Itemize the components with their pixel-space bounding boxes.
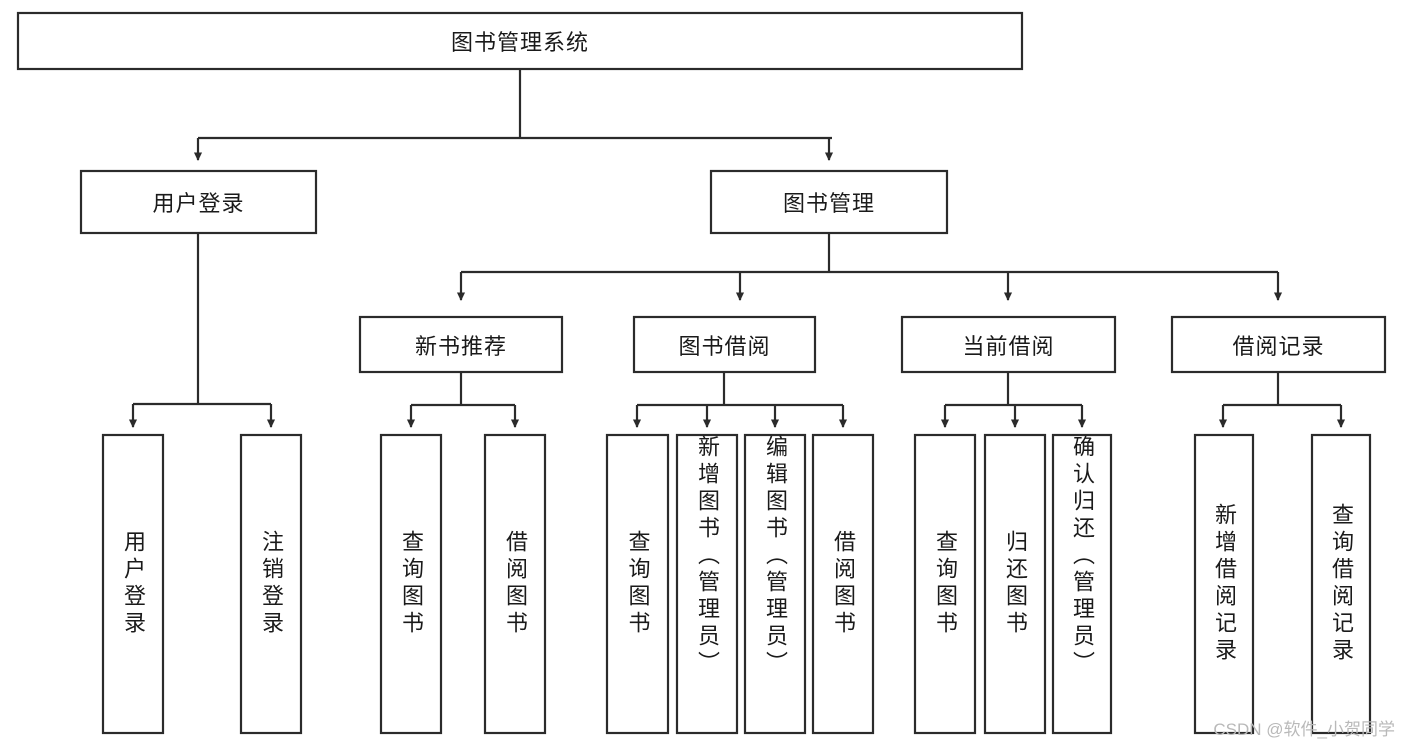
node-leaf-add-book[interactable] (675, 433, 739, 735)
node-leaf-borrow-book-2[interactable] (811, 433, 875, 735)
connector-current-borrow-to-leaves (940, 372, 1087, 429)
connector-borrow-record-to-leaves (1218, 372, 1346, 429)
node-leaf-query-book-1[interactable] (379, 433, 443, 735)
node-leaf-logout-login[interactable] (239, 433, 303, 735)
node-leaf-return-book[interactable] (983, 433, 1047, 735)
connector-book-borrow-to-leaves (632, 372, 848, 429)
node-leaf-confirm-return[interactable] (1051, 433, 1113, 735)
node-leaf-borrow-book-1[interactable] (483, 433, 547, 735)
node-leaf-query-book-2[interactable] (605, 433, 670, 735)
node-leaf-edit-book[interactable] (743, 433, 807, 735)
node-current-borrow[interactable] (900, 315, 1117, 374)
node-user-login[interactable] (79, 169, 318, 235)
connector-book-management-to-level2 (456, 233, 1283, 302)
node-borrow-record[interactable] (1170, 315, 1387, 374)
node-leaf-query-record[interactable] (1310, 433, 1372, 735)
node-book-management[interactable] (709, 169, 949, 235)
connector-new-book-recommend-to-leaves (406, 372, 520, 429)
connector-user-login-to-leaves (128, 233, 276, 429)
node-leaf-add-record[interactable] (1193, 433, 1255, 735)
node-leaf-query-book-3[interactable] (913, 433, 977, 735)
node-root[interactable] (16, 11, 1024, 71)
node-new-book-recommend[interactable] (358, 315, 564, 374)
node-leaf-user-login[interactable] (101, 433, 165, 735)
node-book-borrow[interactable] (632, 315, 817, 374)
connector-root-to-level1 (193, 70, 834, 162)
